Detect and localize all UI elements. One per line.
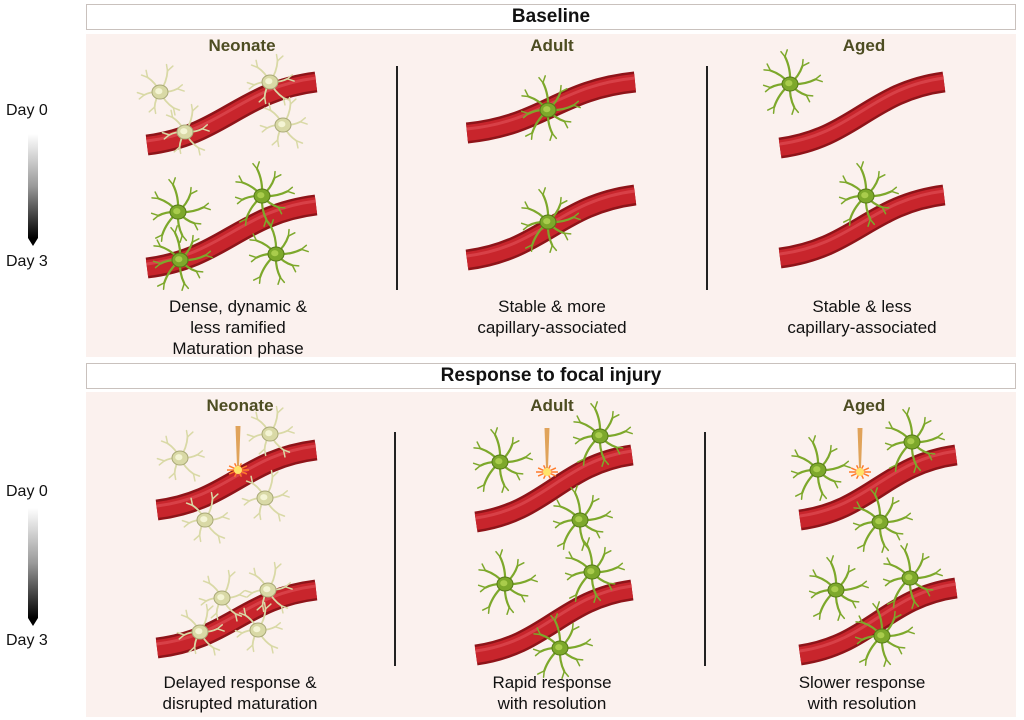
microglia-injury-adult-4 [477,549,538,616]
injury-time-scale [28,508,38,618]
vessel-injury-aged-day0-highlight [799,449,957,518]
vessel-injury-neonate-day0-highlight [156,444,317,508]
injury-divider-1 [394,432,396,666]
baseline-day-end-label: Day 3 [6,253,48,270]
microglia-baseline-neonate-2 [246,53,295,106]
injury-caption-adult: Rapid response with resolution [492,673,612,713]
microglia-baseline-aged-2 [838,161,899,228]
baseline-title: Baseline [86,4,1016,30]
microglia-injury-aged-4 [808,555,869,622]
microglia-injury-adult-6 [532,613,593,680]
vessel-injury-aged-day3-highlight [799,582,957,653]
vessel-injury-aged-day0-lumen [798,447,958,528]
microglia-baseline-neonate-8 [248,219,309,286]
laser-injury-adult [536,428,558,479]
microglia-injury-aged-2 [884,407,945,474]
vessel-baseline-aged-day0-lumen [778,74,946,156]
injury-heading-aged: Aged [842,396,886,415]
baseline-time-scale [28,134,38,238]
microglia-injury-neonate-5 [198,569,247,622]
microglia-injury-neonate-6 [244,561,293,614]
injury-day-start-label: Day 0 [6,483,48,500]
microglia-injury-aged-5 [882,543,943,610]
microglia-injury-neonate-4 [181,491,230,544]
microglia-baseline-neonate-3 [161,103,210,156]
baseline-day-start-label: Day 0 [6,102,48,119]
microglia-baseline-adult-1 [520,75,581,142]
microglia-baseline-neonate-7 [152,225,213,292]
vessel-injury-adult-day0-lumen [474,447,634,530]
injury-title: Response to focal injury [86,363,1016,389]
baseline-heading-adult: Adult [530,36,574,55]
baseline-time-arrow-icon [28,238,38,246]
microglia-injury-neonate-8 [234,601,283,654]
injury-time-arrow-icon [28,618,38,626]
microglia-baseline-neonate-5 [150,177,211,244]
baseline-heading-neonate: Neonate [208,36,276,55]
microglia-injury-aged-6 [854,601,915,668]
vessel-baseline-aged-day0-highlight [779,76,945,146]
microglia-injury-adult-5 [564,537,625,604]
baseline-caption-aged: Stable & less capillary-associated [787,297,937,337]
injury-day-end-label: Day 3 [6,632,48,649]
injury-caption-neonate: Delayed response & disrupted maturation [162,673,318,713]
injury-caption-aged: Slower response with resolution [798,673,926,713]
microglia-baseline-adult-2 [520,187,581,254]
baseline-caption-adult: Stable & more capillary-associated [477,297,627,337]
microglia-injury-adult-1 [472,427,533,494]
vessel-baseline-neonate-day0-lumen [145,74,318,153]
injury-heading-neonate: Neonate [206,396,274,415]
baseline-heading-aged: Aged [842,36,886,55]
laser-injury-neonate [227,426,249,477]
microglia-injury-aged-1 [790,435,851,502]
baseline-divider-1 [396,66,398,290]
vessel-baseline-aged-day3-lumen [778,187,946,266]
injury-heading-adult: Adult [530,396,574,415]
baseline-divider-2 [706,66,708,290]
microglia-injury-adult-3 [552,485,613,552]
vessel-injury-aged-day3-lumen [798,580,958,663]
microglia-injury-neonate-1 [156,429,205,482]
injury-divider-2 [704,432,706,666]
vessel-baseline-neonate-day0-highlight [146,76,317,143]
microglia-injury-neonate-7 [176,603,225,656]
microglia-baseline-neonate-1 [136,63,185,116]
baseline-caption-neonate: Dense, dynamic & less ramified Maturatio… [169,297,307,358]
microglia-injury-adult-2 [572,401,633,468]
vessel-injury-adult-day0-highlight [475,449,633,520]
vessel-baseline-aged-day3-highlight [779,189,945,256]
microglia-injury-neonate-3 [241,469,290,522]
vessel-injury-neonate-day0-lumen [155,442,318,518]
microglia-baseline-aged-1 [762,49,823,116]
microglia-injury-neonate-2 [246,405,295,458]
microglia-baseline-neonate-6 [234,161,295,228]
microglia-baseline-neonate-4 [259,96,308,149]
laser-injury-aged [849,428,871,479]
microglia-injury-aged-3 [852,487,913,554]
vessel-injury-adult-day3-lumen [474,582,634,663]
